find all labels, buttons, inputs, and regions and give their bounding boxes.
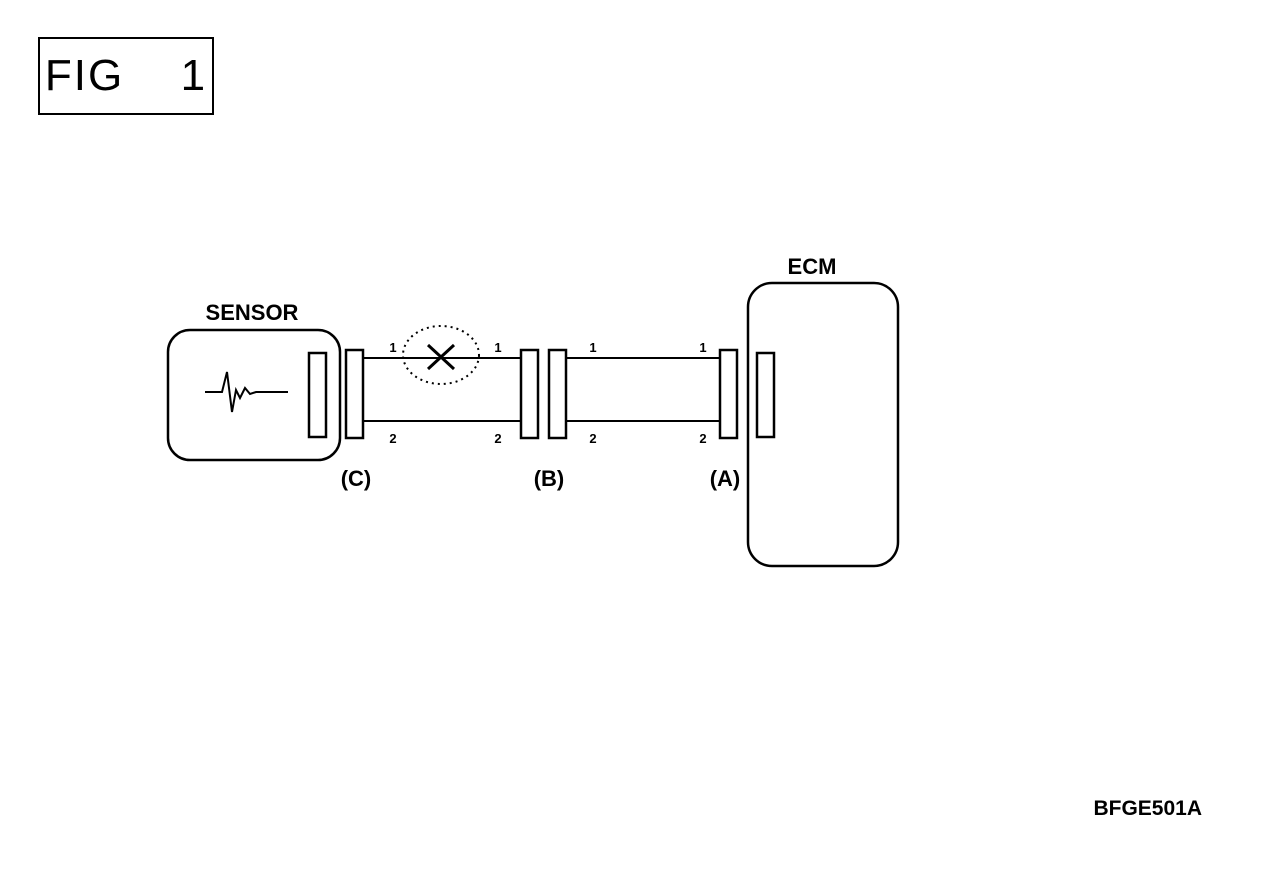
fault-highlight-circle: [402, 325, 480, 385]
connector-a-label: (A): [710, 466, 741, 491]
sensor-connector: [307, 351, 328, 439]
pin-label-c-1: 1: [389, 340, 396, 355]
open-circuit-x-icon: [426, 343, 456, 371]
ecm-label: ECM: [788, 254, 837, 279]
connector-c: [344, 348, 365, 440]
connector-c-label: (C): [341, 466, 372, 491]
waveform-icon: [205, 371, 288, 413]
ecm-connector: [755, 351, 776, 439]
pin-label-a-2: 2: [699, 431, 706, 446]
connector-b-right: [547, 348, 568, 440]
connector-b-label: (B): [534, 466, 565, 491]
figure-title-box: FIG 1: [38, 37, 214, 115]
sensor-box: [166, 328, 342, 462]
pin-label-b-right-1: 1: [589, 340, 596, 355]
pin-label-b-right-2: 2: [589, 431, 596, 446]
pin-label-b-left-1: 1: [494, 340, 501, 355]
figure-title: FIG 1: [44, 51, 208, 100]
ecm-box: [746, 281, 900, 568]
pin-label-b-left-2: 2: [494, 431, 501, 446]
figure-code: BFGE501A: [1093, 797, 1202, 820]
pin-label-a-1: 1: [699, 340, 706, 355]
pin-label-c-2: 2: [389, 431, 396, 446]
connector-b-left: [519, 348, 540, 440]
connector-a: [718, 348, 739, 440]
sensor-label: SENSOR: [206, 300, 299, 325]
